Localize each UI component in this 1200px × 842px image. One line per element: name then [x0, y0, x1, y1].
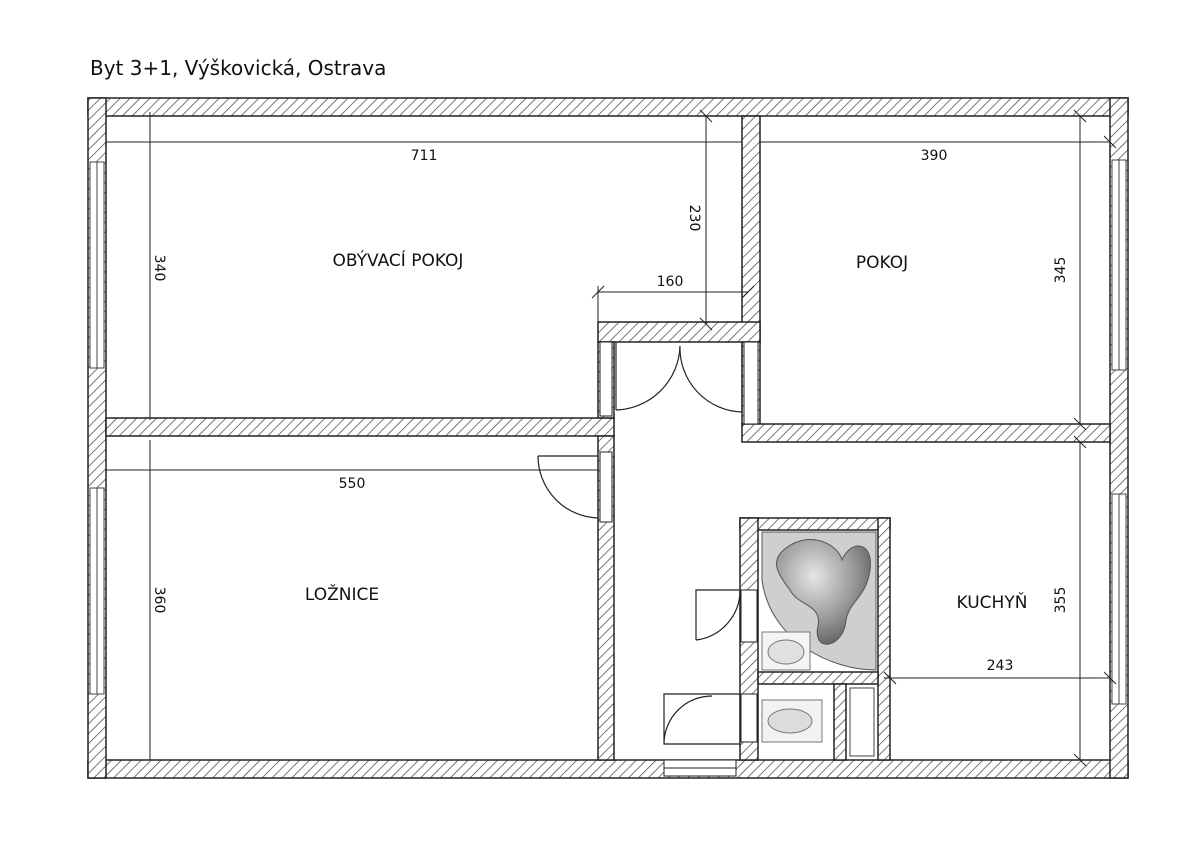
dim-label-390: 390	[921, 148, 948, 164]
room-label-obyvaci-pokoj: OBÝVACÍ POKOJ	[333, 249, 464, 271]
shaft	[849, 687, 875, 757]
interior-walls	[105, 115, 1111, 761]
door-swing-right	[679, 342, 743, 413]
dim-label-243: 243	[987, 658, 1014, 674]
dim-label-340: 340	[151, 255, 167, 282]
bathroom-fixtures	[761, 531, 877, 757]
dim-label-360: 360	[151, 587, 167, 614]
plan-title: Byt 3+1, Výškovická, Ostrava	[90, 56, 387, 80]
room-label-pokoj: POKOJ	[856, 253, 908, 273]
door-swing-left	[615, 342, 681, 411]
dim-label-230: 230	[686, 205, 702, 232]
dim-label-160: 160	[657, 274, 684, 290]
dimension-lines	[106, 109, 1117, 767]
dim-label-355: 355	[1053, 587, 1069, 614]
door-bedroom	[537, 455, 599, 519]
dim-label-550: 550	[339, 476, 366, 492]
dim-label-345: 345	[1053, 257, 1069, 284]
windows	[89, 159, 1127, 705]
dim-label-711: 711	[411, 148, 438, 164]
bathtub-basin	[776, 539, 871, 645]
room-label-loznice: LOŽNICE	[305, 583, 379, 605]
door-wc	[663, 693, 740, 745]
doors	[537, 341, 759, 777]
room-label-kuchyn: KUCHYŇ	[957, 591, 1028, 613]
door-bathroom	[695, 589, 741, 641]
